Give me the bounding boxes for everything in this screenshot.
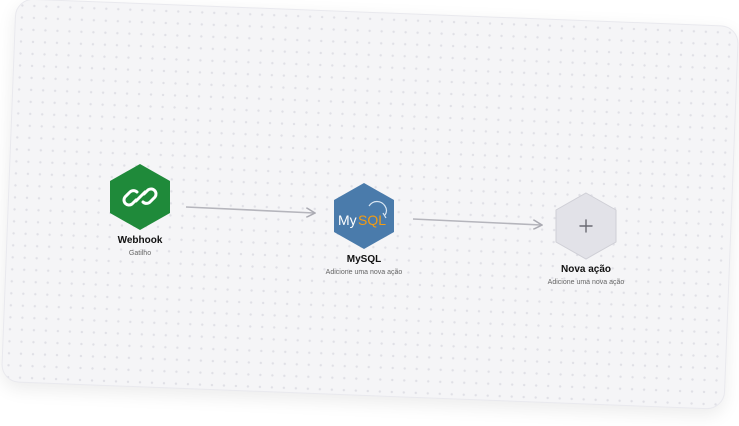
node-title: Nova ação	[560, 264, 612, 275]
mysql-hexagon[interactable]: My SQL	[333, 182, 395, 250]
svg-text:SQL: SQL	[358, 212, 386, 228]
svg-text:My: My	[338, 212, 357, 228]
node-nova-acao[interactable]: Nova ação Adicione uma nova ação	[536, 192, 636, 286]
link-icon	[122, 187, 158, 207]
nova-acao-hexagon[interactable]	[555, 192, 617, 260]
plus-icon	[579, 219, 593, 233]
node-subtitle: Adicione uma nova ação	[547, 279, 625, 286]
node-title: Webhook	[117, 235, 163, 246]
connector-webhook-to-mysql	[185, 206, 314, 213]
node-subtitle: Adicione uma nova ação	[325, 269, 403, 276]
node-title: MySQL	[346, 254, 382, 265]
mysql-logo: My SQL	[338, 200, 388, 228]
node-subtitle: Gatilho	[128, 250, 152, 257]
webhook-hexagon[interactable]	[109, 163, 171, 231]
node-webhook[interactable]: Webhook Gatilho	[90, 163, 190, 257]
node-mysql[interactable]: My SQL MySQL Adicione uma nova ação	[314, 182, 414, 276]
connector-mysql-to-nova-acao	[412, 218, 541, 225]
